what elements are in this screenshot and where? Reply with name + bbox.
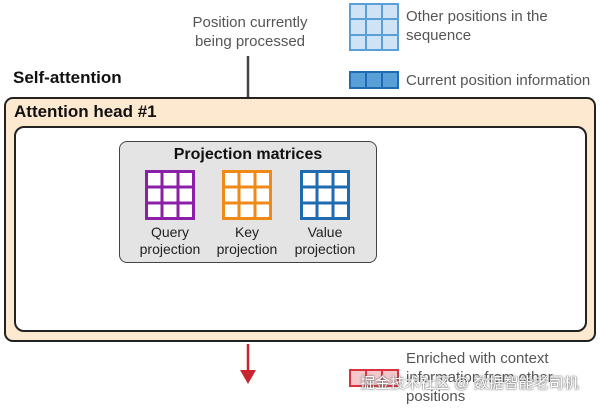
attention-head-label: Attention head #1: [14, 102, 157, 121]
other-positions-line1: Other positions in the: [406, 8, 548, 25]
key-matrix-icon: [222, 170, 272, 220]
enriched-line2: information from other: [406, 369, 553, 386]
current-position-note: Position currently being processed: [180, 13, 320, 51]
enriched-legend-icon: [349, 369, 399, 387]
query-label-line1: Query: [150, 224, 190, 240]
value-matrix-icon: [300, 170, 350, 220]
other-positions-legend-label: Other positions in the sequence: [406, 7, 596, 45]
value-label-line1: Value: [307, 224, 343, 240]
query-label-line2: projection: [139, 241, 201, 257]
current-position-note-line2: being processed: [194, 33, 306, 50]
enriched-line3: positions: [406, 388, 466, 405]
query-matrix-icon: [145, 170, 195, 220]
output-arrow-icon: [240, 344, 256, 384]
other-positions-line2: sequence: [406, 27, 472, 44]
query-projection-label: Query projection: [130, 224, 210, 258]
current-position-legend-icon: [349, 71, 399, 89]
value-label-line2: projection: [294, 241, 356, 257]
enriched-legend-label: Enriched with context information from o…: [406, 349, 596, 406]
enriched-line1: Enriched with context: [406, 350, 549, 367]
key-label-line1: Key: [234, 224, 260, 240]
self-attention-label: Self-attention: [13, 68, 122, 87]
other-positions-legend-icon: [349, 3, 399, 51]
key-projection-label: Key projection: [207, 224, 287, 258]
key-label-line2: projection: [216, 241, 278, 257]
projection-matrices-title: Projection matrices: [173, 146, 323, 163]
current-position-note-line1: Position currently: [192, 14, 308, 31]
watermark: 掘金技术社区 @ 数据智能老司机: [360, 375, 579, 392]
value-projection-label: Value projection: [285, 224, 365, 258]
current-position-legend-label: Current position information: [406, 72, 591, 89]
